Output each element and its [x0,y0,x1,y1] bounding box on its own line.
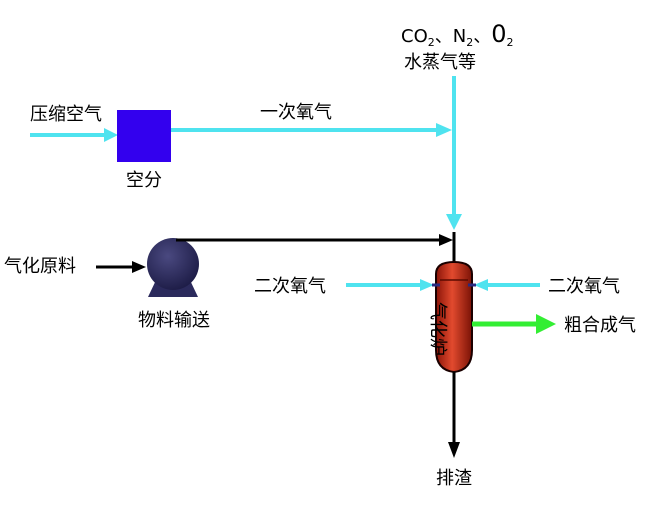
primary-oxygen-label: 一次氧气 [260,102,332,123]
gasifier-label: 气化炉 [427,302,448,356]
oxygen-downflow-stream [446,76,462,230]
air-separation-unit [117,110,171,162]
secondary-oxygen-right-label: 二次氧气 [548,276,620,297]
material-pump [147,238,199,297]
off-gas-label-line2: 水蒸气等 [404,52,476,73]
off-gas-label-line1: CO2、N2、02 [401,20,514,49]
slag-discharge-stream [448,372,460,458]
feedstock-label: 气化原料 [4,256,76,277]
crude-syngas-label: 粗合成气 [564,315,636,336]
air-separation-label: 空分 [126,170,162,191]
primary-oxygen-stream [171,123,452,137]
crude-syngas-stream [472,314,556,334]
feedstock-stream [96,261,146,273]
material-transport-stream [176,232,456,262]
material-transport-label: 物料输送 [138,310,210,331]
secondary-oxygen-left-label: 二次氧气 [254,276,326,297]
gasifier-vessel [432,255,476,374]
compressed-air-stream [30,128,118,142]
compressed-air-label: 压缩空气 [30,104,102,125]
secondary-oxygen-left-stream [346,279,434,291]
slag-discharge-label: 排渣 [436,468,472,489]
secondary-oxygen-right-stream [474,279,540,291]
